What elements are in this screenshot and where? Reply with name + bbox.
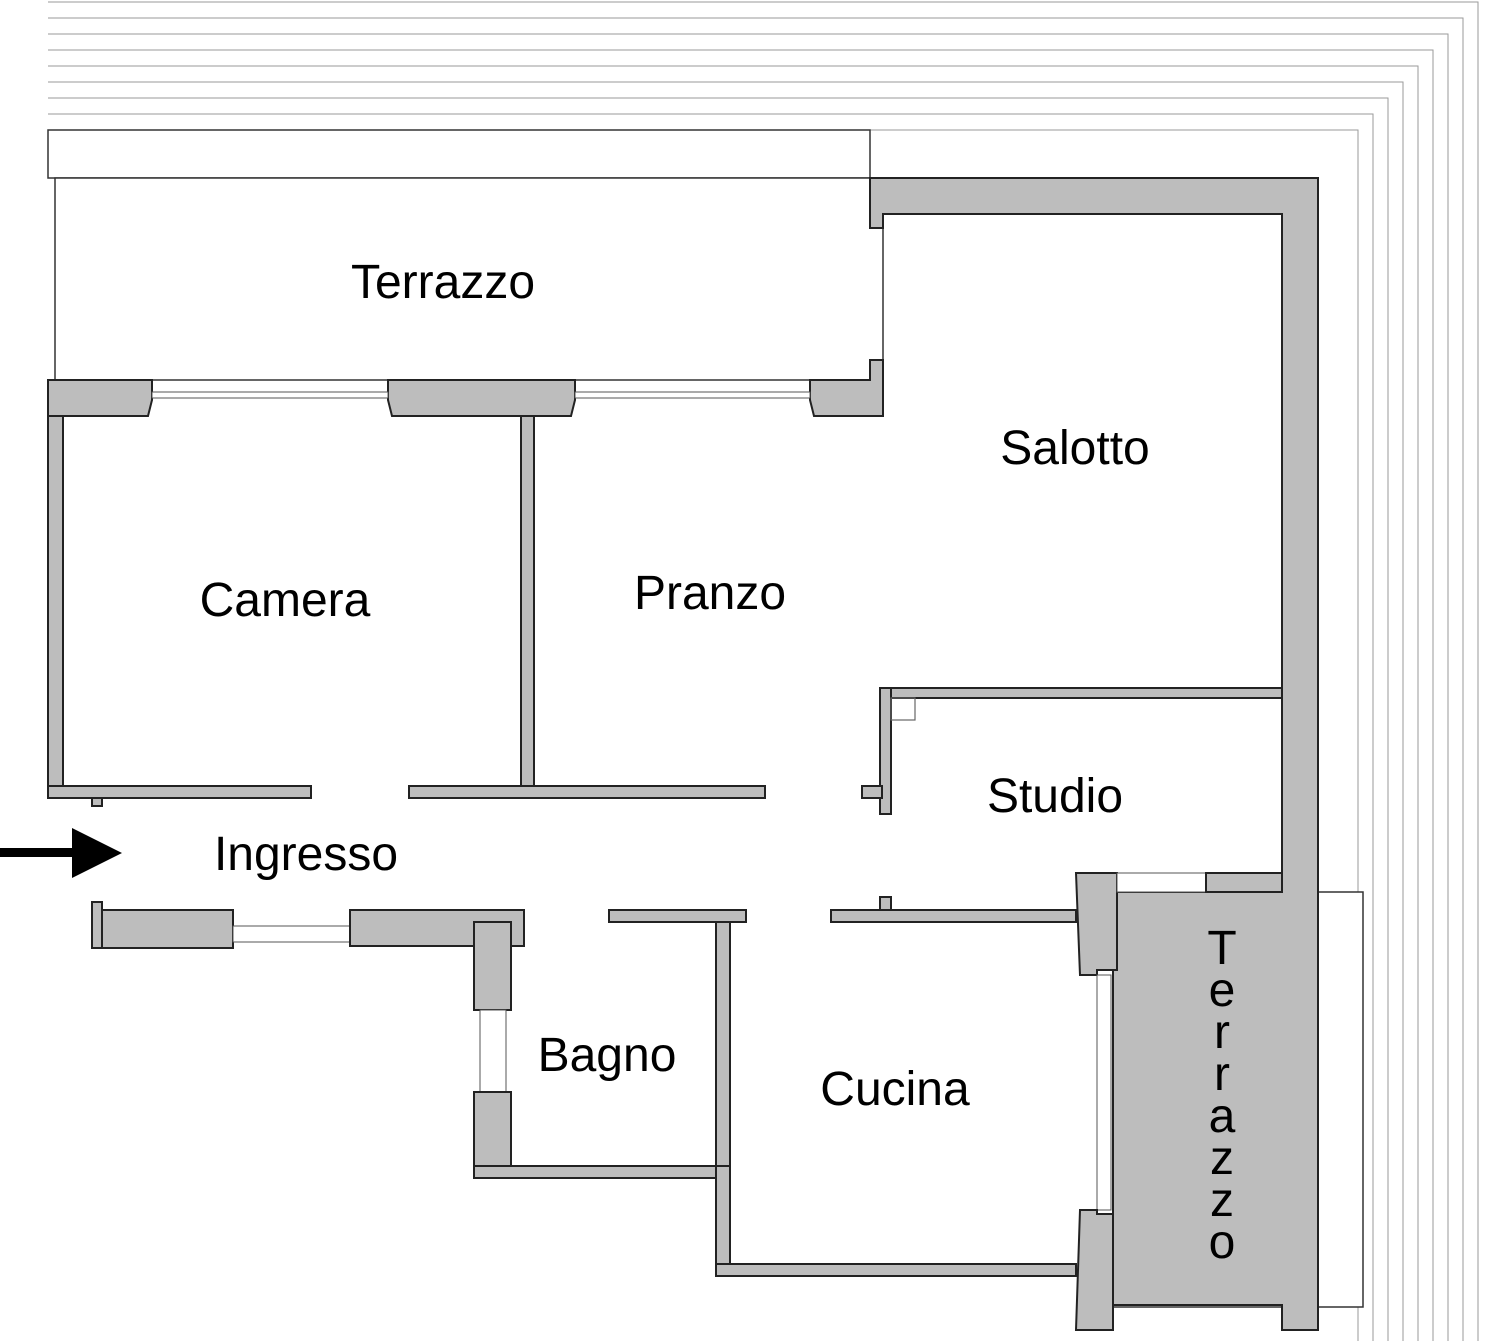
outer-step-line bbox=[48, 81, 1404, 1341]
label-studio: Studio bbox=[987, 770, 1123, 823]
outer-step-line bbox=[48, 33, 1449, 1341]
outer-step-line bbox=[48, 49, 1434, 1341]
outer-step-line bbox=[48, 65, 1419, 1341]
terrace-top-outline bbox=[47, 129, 884, 381]
label-terrazzo-side-letter: e bbox=[1209, 964, 1236, 1017]
label-pranzo: Pranzo bbox=[634, 567, 786, 620]
label-terrazzo-side-letter: a bbox=[1209, 1090, 1236, 1143]
label-bagno: Bagno bbox=[538, 1029, 677, 1082]
label-cucina: Cucina bbox=[820, 1063, 970, 1116]
outer-wall-salotto bbox=[869, 177, 1319, 1331]
facade-wall-top bbox=[47, 359, 884, 417]
label-terrazzo-side-letter: r bbox=[1214, 1006, 1230, 1059]
outer-step-line bbox=[48, 1, 1479, 1341]
arrow-right-icon bbox=[0, 828, 122, 878]
label-terrazzo-side: Terrazzo bbox=[1207, 922, 1236, 1269]
label-salotto: Salotto bbox=[1000, 422, 1149, 475]
outer-step-line bbox=[48, 97, 1389, 1341]
label-terrazzo-side-letter: z bbox=[1210, 1132, 1234, 1185]
label-terrazzo-side-letter: T bbox=[1207, 922, 1236, 975]
interior-walls bbox=[47, 415, 1283, 1331]
label-terrazzo-side-letter: o bbox=[1209, 1216, 1236, 1269]
label-terrazzo-side-letter: z bbox=[1210, 1174, 1234, 1227]
outer-step-line bbox=[48, 17, 1464, 1341]
label-terrazzo-side-letter: r bbox=[1214, 1048, 1230, 1101]
label-terrazzo-top: Terrazzo bbox=[351, 256, 535, 309]
outer-step-lines bbox=[48, 1, 1479, 1341]
label-ingresso: Ingresso bbox=[214, 828, 398, 881]
outer-step-line bbox=[48, 113, 1374, 1341]
label-camera: Camera bbox=[200, 574, 371, 627]
